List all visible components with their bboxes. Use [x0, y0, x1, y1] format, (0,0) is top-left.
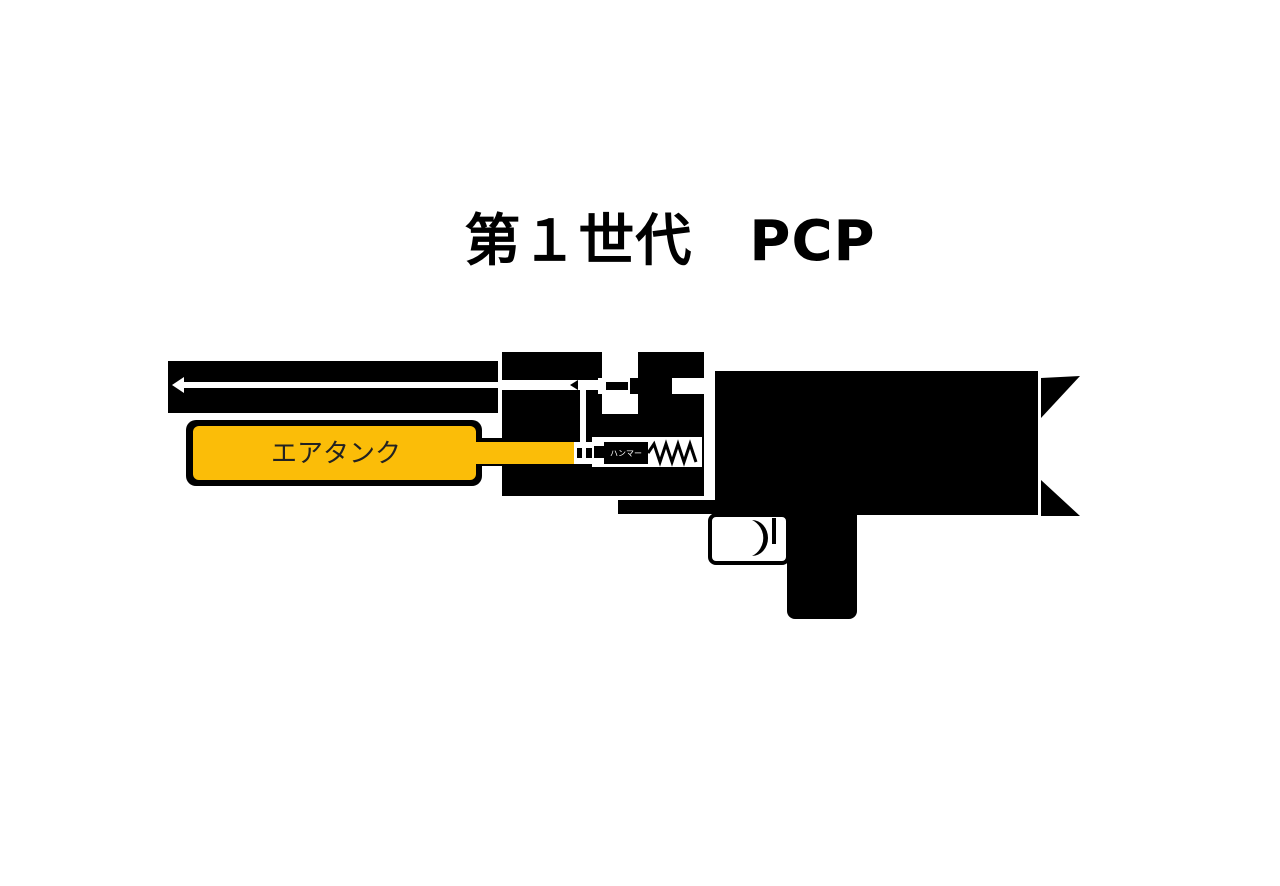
- bolt-pin: [606, 382, 628, 390]
- diagram-title: 第１世代 PCP: [464, 209, 876, 274]
- bore-channel: [180, 382, 580, 388]
- valve-arrow-icon: [570, 380, 578, 390]
- bolt: [630, 378, 672, 394]
- valve-stem: [594, 446, 606, 458]
- hammer-spring: [646, 439, 698, 467]
- arrow-left-icon: [172, 377, 184, 393]
- hammer-label: ハンマー: [610, 449, 642, 458]
- receiver: [715, 371, 1038, 515]
- grip: [787, 505, 857, 619]
- action-housing: ハンマー: [592, 352, 704, 496]
- hammer: [604, 442, 648, 464]
- valve-block: [498, 352, 602, 496]
- separator: [704, 360, 712, 500]
- air-tank-label: エアタンク: [271, 439, 401, 469]
- stock: [1041, 376, 1080, 516]
- lower-rail: [618, 500, 718, 514]
- trigger-guard: [708, 513, 790, 565]
- trigger: [752, 520, 768, 556]
- barrel: [168, 361, 580, 413]
